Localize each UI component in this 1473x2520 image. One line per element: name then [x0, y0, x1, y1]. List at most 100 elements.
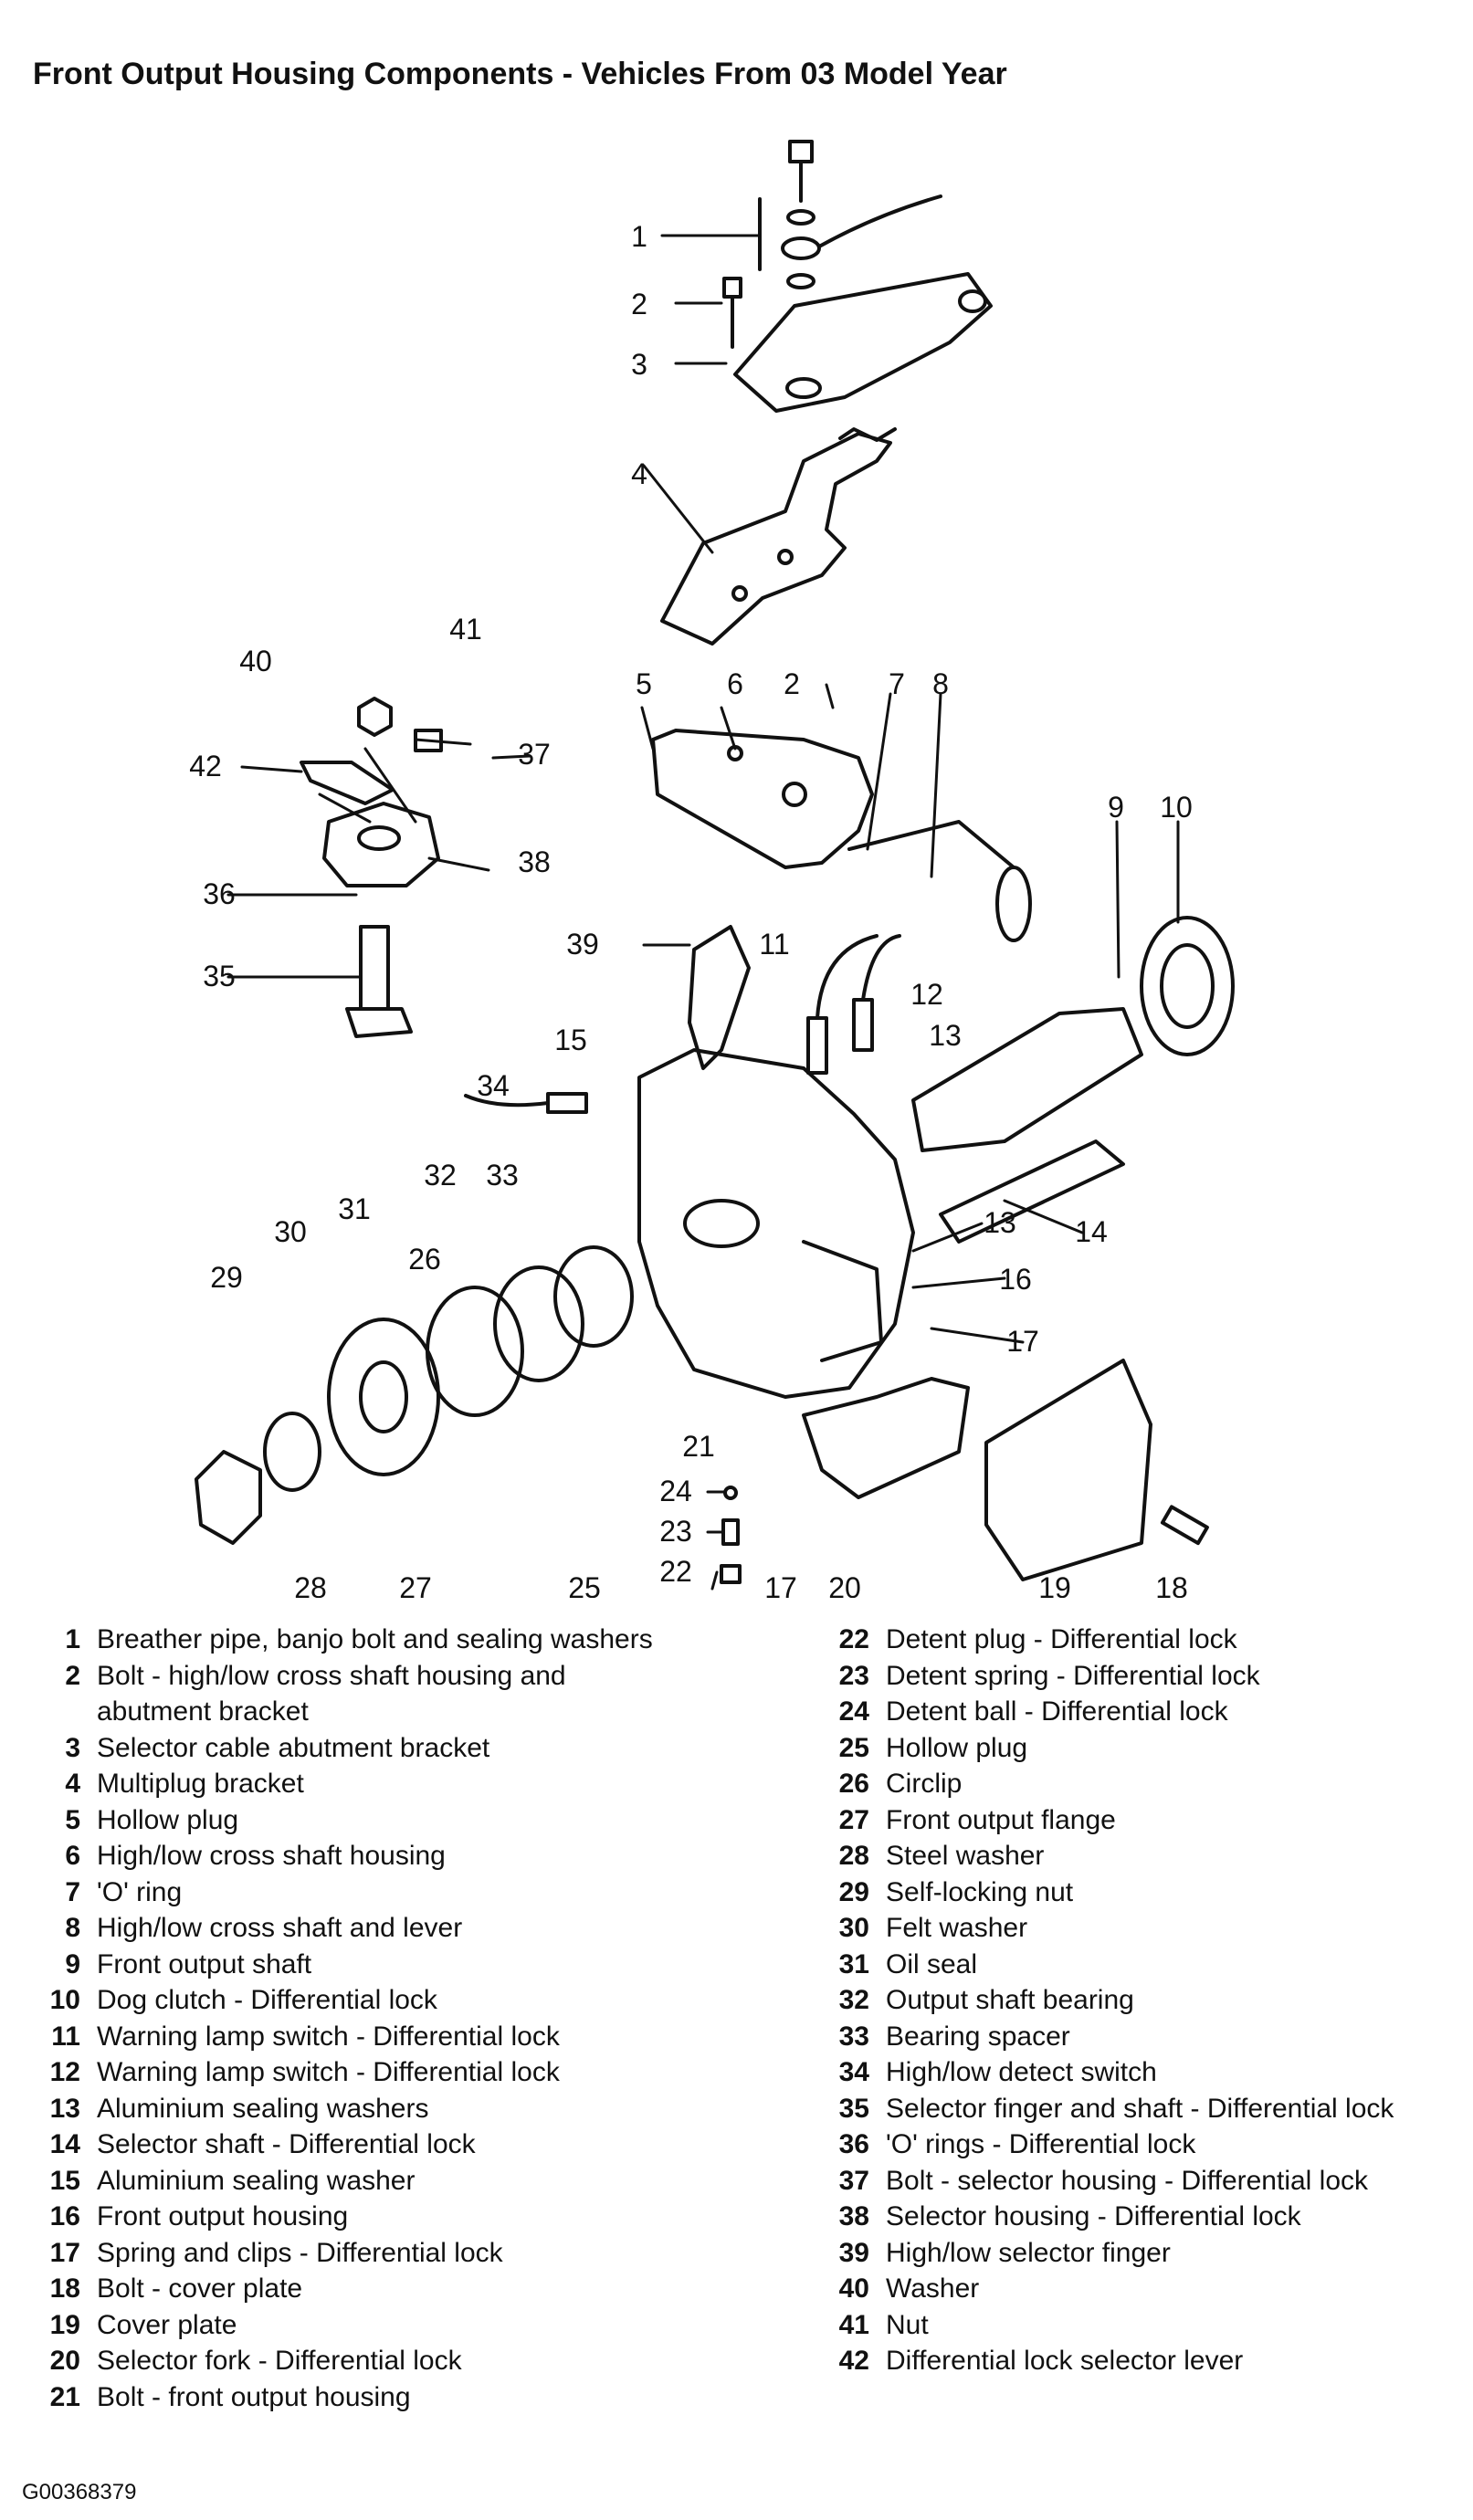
legend-text: Breather pipe, banjo bolt and sealing wa… [97, 1624, 653, 1654]
breather-pipe-part [758, 140, 942, 289]
legend-text: Hollow plug [97, 1804, 239, 1835]
legend-number: 13 [49, 2093, 80, 2124]
legend-text: Felt washer [886, 1913, 1028, 1943]
callout-24: 24 [659, 1475, 692, 1507]
callout-20: 20 [828, 1571, 861, 1598]
legend-text: Nut [886, 2309, 929, 2340]
callout-40: 40 [239, 645, 272, 677]
legend-text: Bolt - high/low cross shaft housing and [97, 1660, 566, 1691]
callout-18: 18 [1155, 1571, 1188, 1598]
legend-number: 40 [838, 2273, 869, 2304]
callout-9: 9 [1108, 791, 1124, 824]
callout-17: 17 [1006, 1325, 1039, 1358]
legend-number: 1 [65, 1624, 80, 1654]
legend-text: High/low detect switch [886, 2057, 1157, 2087]
legend-number: 30 [838, 1913, 869, 1943]
legend-number: 9 [65, 1948, 80, 1979]
callout-3: 3 [631, 348, 647, 381]
legend-text: Circlip [886, 1769, 963, 1799]
callout-38: 38 [518, 845, 551, 878]
legend-number: 15 [49, 2165, 80, 2196]
front-output-housing-part [637, 1048, 915, 1399]
callout-30: 30 [274, 1215, 307, 1248]
legend-text: Washer [886, 2273, 980, 2304]
legend-text: Bearing spacer [886, 2021, 1070, 2052]
legend-number: 7 [65, 1876, 80, 1907]
page-title: Front Output Housing Components - Vehicl… [33, 57, 1007, 91]
legend-number: 28 [838, 1841, 869, 1871]
callout-26: 26 [408, 1243, 441, 1276]
callout-29: 29 [210, 1261, 243, 1294]
legend-text: Hollow plug [886, 1732, 1028, 1763]
legend-text: Self-locking nut [886, 1876, 1074, 1907]
legend-text: Bolt - selector housing - Differential l… [886, 2165, 1369, 2196]
legend-text: Output shaft bearing [886, 1985, 1134, 2015]
legend-text: Selector fork - Differential lock [97, 2346, 462, 2376]
legend-number: 4 [65, 1769, 80, 1799]
legend-number: 29 [838, 1876, 869, 1907]
callout-25: 25 [568, 1571, 601, 1598]
legend-text: abutment bracket [97, 1696, 309, 1727]
legend-number: 38 [838, 2201, 869, 2231]
legend-text: Multiplug bracket [97, 1769, 304, 1799]
callout-11: 11 [759, 928, 789, 961]
legend-text: Warning lamp switch - Differential lock [97, 2021, 560, 2052]
legend-number: 20 [49, 2346, 80, 2376]
legend-text: Front output housing [97, 2201, 349, 2231]
callout-4: 4 [631, 457, 647, 490]
legend-left: 1 Breather pipe, banjo bolt and sealing w… [33, 1622, 745, 2415]
legend-number: 24 [838, 1696, 869, 1727]
callout-16: 16 [999, 1263, 1032, 1296]
callout-32: 32 [424, 1159, 457, 1192]
legend-text: Front output flange [886, 1804, 1116, 1835]
legend-text: Front output shaft [97, 1948, 312, 1979]
callout-6: 6 [727, 667, 743, 700]
callout-10: 10 [1160, 791, 1193, 824]
callout-41: 41 [449, 613, 482, 646]
legend-number: 35 [838, 2093, 869, 2124]
legend-number: 27 [838, 1804, 869, 1835]
legend-number: 21 [49, 2381, 80, 2412]
legend-text: Selector finger and shaft - Differential… [886, 2093, 1394, 2124]
legend-number: 10 [49, 1985, 80, 2015]
legend-text: Detent plug - Differential lock [886, 1624, 1237, 1654]
selector-finger-part [688, 925, 751, 1070]
selector-fork-part [802, 1359, 1209, 1581]
callout-35: 35 [203, 960, 236, 992]
legend-number: 36 [838, 2129, 869, 2159]
callout-31: 31 [338, 1192, 371, 1225]
legend-number: 18 [49, 2273, 80, 2304]
callout-19: 19 [1038, 1571, 1071, 1598]
callout-34: 34 [477, 1069, 510, 1102]
legend-text: High/low cross shaft and lever [97, 1913, 463, 1943]
legend-item: 30 Felt washer [822, 1910, 1461, 1947]
legend-item: 29 Self-locking nut [822, 1874, 1461, 1911]
legend-item: 7'O' ring [33, 1874, 745, 1911]
legend-text: Detent spring - Differential lock [886, 1660, 1260, 1691]
legend-number: 26 [838, 1769, 869, 1799]
legend-text: 'O' rings - Differential lock [886, 2129, 1196, 2159]
figure-id: G00368379 [22, 2480, 137, 2504]
legend-number: 6 [65, 1841, 80, 1871]
legend-item: 1 Breather pipe, banjo bolt and sealing w… [33, 1622, 745, 1658]
selector-housing-part [300, 697, 443, 1038]
callout-8: 8 [932, 667, 949, 700]
callout-7: 7 [889, 667, 905, 700]
legend-text: Spring and clips - Differential lock [97, 2237, 503, 2268]
cross-shaft-housing-part [651, 729, 1032, 942]
